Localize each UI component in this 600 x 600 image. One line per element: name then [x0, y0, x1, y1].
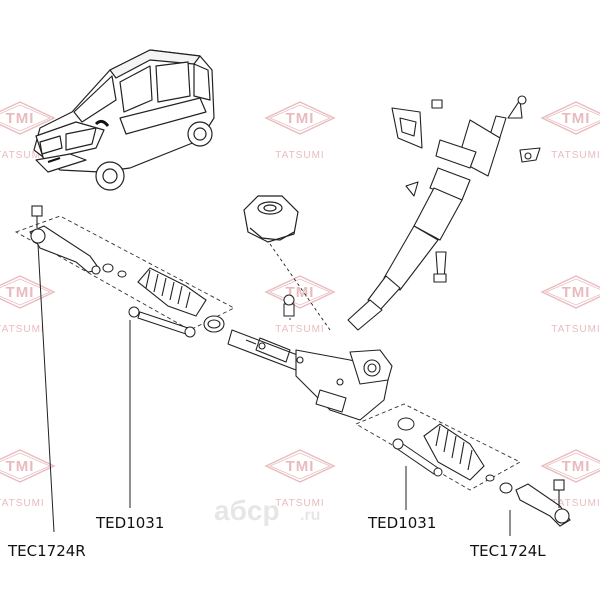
- column-boot: [243, 195, 299, 243]
- watermark-brand-name: TATSUMI: [275, 150, 324, 161]
- label-ted1031-left: TED1031: [95, 514, 164, 532]
- left-assembly-box: [14, 215, 235, 331]
- label-tec1724l: TEC1724L: [469, 542, 546, 560]
- watermark-brand-short: TMI: [6, 458, 35, 475]
- watermark-brand-name: TATSUMI: [551, 498, 600, 509]
- tie-rod-end-right: [29, 205, 101, 275]
- watermark-brand-short: TMI: [286, 110, 315, 127]
- right-inner-rod: [392, 417, 443, 477]
- watermark-bottom-left: TMI TATSUMI: [0, 449, 55, 509]
- watermark-top-center: TMI TATSUMI: [265, 101, 335, 161]
- watermark-group: TMI TATSUMI TMI TATSUMI TMI TATSUMI TMI …: [0, 101, 600, 526]
- watermark-brand-short: TMI: [562, 458, 591, 475]
- left-inner-rod: [128, 306, 196, 338]
- watermark-bottom-right: TMI TATSUMI: [541, 449, 600, 509]
- steering-column: [347, 95, 541, 331]
- right-assembly: [354, 403, 571, 527]
- part-labels: TEC1724R TED1031 TED1031 TEC1724L: [7, 514, 546, 560]
- left-nut-washer: [102, 263, 127, 278]
- watermark-brand-name: TATSUMI: [0, 498, 45, 509]
- watermark-brand-short: TMI: [6, 110, 35, 127]
- watermark-bottom-center: TMI TATSUMI: [265, 449, 335, 509]
- rack-bolt: [283, 294, 295, 317]
- tie-rod-end-left: [515, 479, 571, 527]
- watermark-brand-short: TMI: [562, 284, 591, 301]
- watermark-brand-short: TMI: [562, 110, 591, 127]
- watermark-brand-short: TMI: [286, 458, 315, 475]
- watermark-brand-short: TMI: [6, 284, 35, 301]
- watermark-brand-name: TATSUMI: [275, 324, 324, 335]
- watermark-site-name: aбcp: [214, 495, 280, 526]
- right-nut-washer: [485, 474, 513, 494]
- watermark-site-tld: .ru: [300, 507, 320, 524]
- watermark-mid-left: TMI TATSUMI: [0, 275, 55, 335]
- steering-rack: [227, 329, 393, 421]
- watermark-site: aбcp .ru: [214, 495, 320, 526]
- right-boot: [423, 423, 485, 481]
- watermark-mid-right: TMI TATSUMI: [541, 275, 600, 335]
- watermark-top-left: TMI TATSUMI: [0, 101, 55, 161]
- watermark-mid-center: TMI TATSUMI: [265, 275, 335, 335]
- watermark-brand-name: TATSUMI: [275, 498, 324, 509]
- label-leaders: [37, 243, 511, 536]
- label-tec1724r: TEC1724R: [7, 542, 86, 560]
- left-assembly: [14, 205, 235, 338]
- watermark-brand-name: TATSUMI: [551, 150, 600, 161]
- car-illustration: [33, 49, 215, 191]
- watermark-brand-name: TATSUMI: [0, 324, 45, 335]
- watermark-top-right: TMI TATSUMI: [541, 101, 600, 161]
- left-boot: [137, 267, 225, 333]
- watermark-brand-name: TATSUMI: [0, 150, 45, 161]
- watermark-brand-name: TATSUMI: [551, 324, 600, 335]
- label-ted1031-right: TED1031: [367, 514, 436, 532]
